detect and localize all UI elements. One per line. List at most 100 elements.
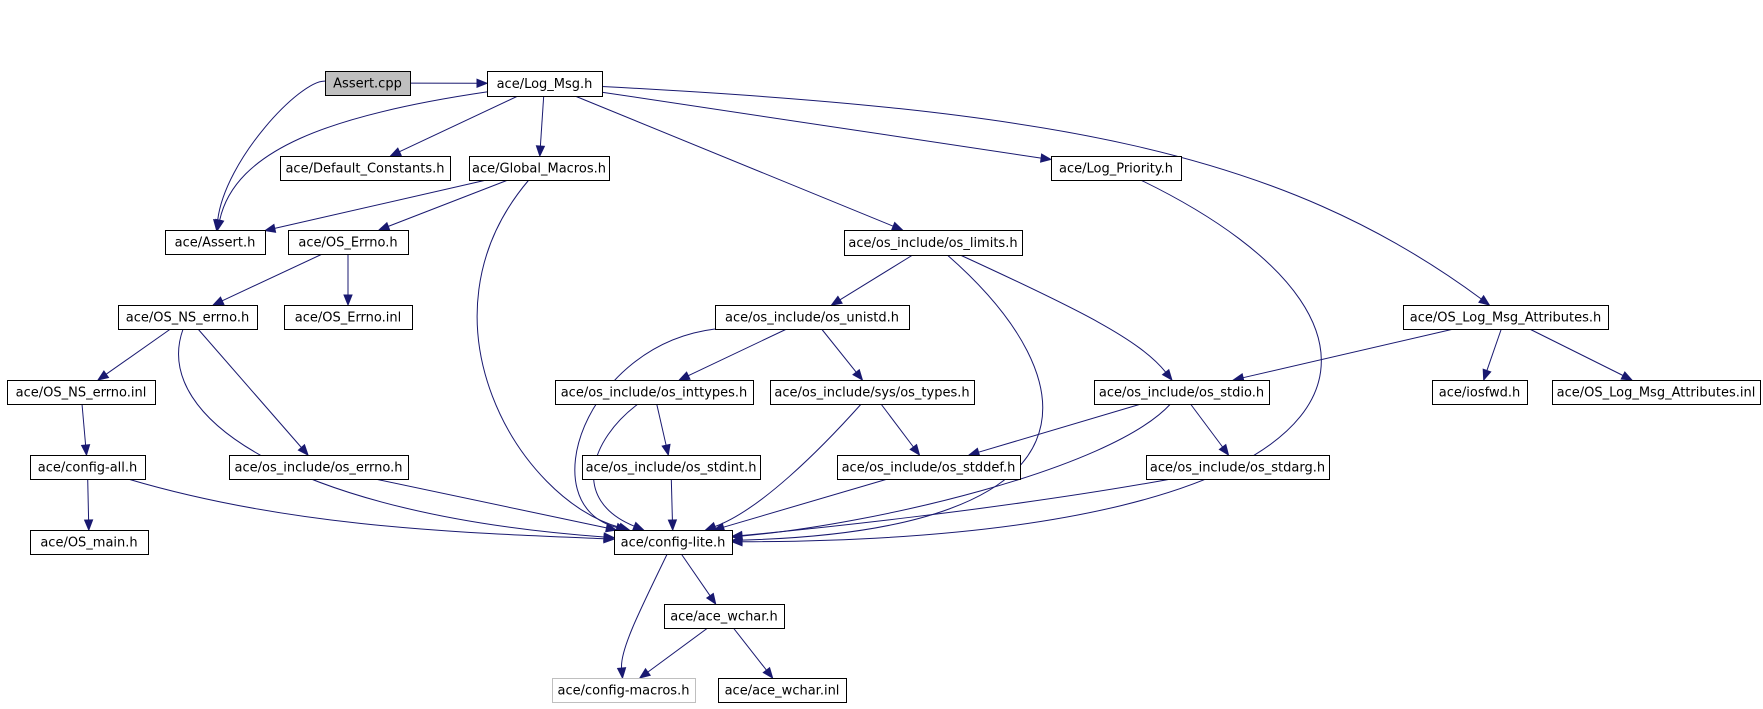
- edge-line: [105, 328, 171, 375]
- edge-line: [601, 91, 1042, 159]
- node-label: ace/os_include/sys/os_types.h: [774, 386, 969, 401]
- edge-line: [87, 478, 90, 521]
- node-box: [555, 380, 754, 405]
- edge-line: [221, 253, 323, 302]
- edge-line: [1242, 328, 1454, 379]
- node-default-constants-h[interactable]: ace/Default_Constants.h: [280, 156, 451, 181]
- edge-assert-cpp-to-log-msg-h: [409, 78, 489, 89]
- edge-line: [880, 403, 914, 448]
- edge-os-log-msg-attributes-h-to-os-log-msg-attributes-inl: [1529, 328, 1634, 381]
- node-label: ace/config-all.h: [38, 461, 138, 476]
- node-os-stdio-h[interactable]: ace/os_include/os_stdio.h: [1094, 380, 1270, 405]
- node-os-errno-h[interactable]: ace/OS_Errno.h: [288, 230, 409, 255]
- node-os-stdarg-h[interactable]: ace/os_include/os_stdarg.h: [1146, 455, 1330, 480]
- node-os-stddef-h[interactable]: ace/os_include/os_stddef.h: [837, 455, 1021, 480]
- node-os-unistd-h[interactable]: ace/os_include/os_unistd.h: [715, 305, 910, 330]
- edge-os-ns-errno-h-to-config-lite-h: [178, 328, 616, 542]
- node-sys-os-types-h[interactable]: ace/os_include/sys/os_types.h: [770, 380, 975, 405]
- edge-ace-wchar-h-to-config-macros-h: [638, 627, 708, 679]
- node-box: [1094, 380, 1270, 405]
- arrowhead: [616, 667, 627, 680]
- node-box: [487, 71, 603, 97]
- arrowhead: [297, 443, 309, 457]
- edge-line: [733, 627, 767, 671]
- node-os-main-h[interactable]: ace/OS_main.h: [30, 530, 149, 555]
- arrowhead: [967, 447, 981, 457]
- node-global-macros-h[interactable]: ace/Global_Macros.h: [469, 156, 610, 181]
- edge-os-ns-errno-h-to-os-ns-errno-inl: [96, 328, 171, 381]
- node-config-all-h[interactable]: ace/config-all.h: [30, 455, 146, 480]
- edge-sys-os-types-h-to-config-lite-h: [704, 403, 862, 531]
- edge-os-unistd-h-to-config-lite-h: [574, 328, 716, 532]
- arrowhead: [80, 444, 91, 457]
- edge-os-stdint-h-to-config-lite-h: [667, 478, 678, 532]
- arrowhead: [638, 667, 652, 679]
- edge-os-log-msg-attributes-h-to-iosfwd-h: [1482, 328, 1502, 382]
- edge-line: [197, 328, 302, 448]
- edge-global-macros-h-to-assert-h: [263, 179, 487, 233]
- node-log-priority-h[interactable]: ace/Log_Priority.h: [1051, 156, 1182, 181]
- node-os-log-msg-attributes-h[interactable]: ace/OS_Log_Msg_Attributes.h: [1403, 305, 1609, 330]
- edge-os-stdio-h-to-os-stddef-h: [967, 403, 1142, 457]
- edge-config-lite-h-to-ace-wchar-h: [680, 553, 717, 606]
- node-os-errno-inl[interactable]: ace/OS_Errno.inl: [284, 305, 413, 330]
- node-label: ace/OS_Log_Msg_Attributes.h: [1410, 311, 1601, 326]
- edge-line: [574, 95, 894, 227]
- node-config-macros-h[interactable]: ace/config-macros.h: [552, 678, 696, 703]
- node-box: [718, 678, 847, 703]
- edge-line: [127, 478, 605, 540]
- edge-os-limits-h-to-os-stdio-h: [959, 254, 1173, 382]
- edge-log-priority-h-to-config-lite-h: [730, 179, 1322, 547]
- edge-line: [219, 91, 488, 221]
- node-box: [165, 230, 266, 255]
- node-log-msg-h[interactable]: ace/Log_Msg.h: [487, 71, 603, 97]
- arrowhead: [762, 666, 774, 680]
- node-box: [1552, 380, 1761, 405]
- node-box: [469, 156, 610, 181]
- node-box: [715, 305, 910, 330]
- edge-os-ns-errno-h-to-os-include-os-errno-h: [197, 328, 309, 457]
- edge-config-all-h-to-config-lite-h: [127, 478, 616, 544]
- edge-line: [670, 478, 673, 521]
- node-os-include-os-errno-h[interactable]: ace/os_include/os_errno.h: [229, 455, 409, 480]
- node-os-ns-errno-inl[interactable]: ace/OS_NS_errno.inl: [7, 380, 156, 405]
- arrowhead: [96, 370, 110, 381]
- edge-line: [656, 403, 667, 446]
- node-os-inttypes-h[interactable]: ace/os_include/os_inttypes.h: [555, 380, 754, 405]
- edge-line: [539, 95, 545, 147]
- node-label: ace/iosfwd.h: [1439, 386, 1520, 401]
- nodes-layer: Assert.cpp ace/Log_Msg.h ace/Default_Const…: [7, 71, 1761, 703]
- node-box: [229, 455, 409, 480]
- edge-line: [741, 254, 1044, 541]
- node-os-log-msg-attributes-inl[interactable]: ace/OS_Log_Msg_Attributes.inl: [1552, 380, 1761, 405]
- node-label: ace/OS_NS_errno.h: [126, 311, 250, 326]
- node-box: [1051, 156, 1182, 181]
- arrowhead: [1482, 368, 1492, 382]
- edge-line: [476, 179, 620, 528]
- edge-line: [741, 179, 1322, 543]
- arrowhead: [389, 147, 402, 157]
- node-ace-wchar-h[interactable]: ace/ace_wchar.h: [664, 604, 785, 629]
- node-box: [325, 71, 411, 96]
- edge-line: [680, 553, 711, 597]
- node-os-limits-h[interactable]: ace/os_include/os_limits.h: [844, 230, 1023, 256]
- edge-line: [714, 403, 862, 527]
- node-assert-h[interactable]: ace/Assert.h: [165, 230, 266, 255]
- node-label: Assert.cpp: [333, 77, 402, 92]
- arrowhead: [632, 521, 645, 531]
- arrowhead: [377, 221, 391, 231]
- arrowhead: [830, 295, 843, 306]
- node-ace-wchar-inl[interactable]: ace/ace_wchar.inl: [718, 678, 847, 703]
- arrowhead: [661, 443, 671, 457]
- arrowhead: [909, 443, 921, 457]
- node-label: ace/OS_NS_errno.inl: [16, 386, 147, 401]
- node-config-lite-h[interactable]: ace/config-lite.h: [614, 530, 733, 555]
- edge-os-stdarg-h-to-config-lite-h: [730, 478, 1172, 541]
- node-os-stdint-h[interactable]: ace/os_include/os_stdint.h: [582, 455, 761, 480]
- node-os-ns-errno-h[interactable]: ace/OS_NS_errno.h: [118, 305, 258, 330]
- node-box: [30, 530, 149, 555]
- arrowhead: [211, 296, 225, 306]
- node-box: [614, 530, 733, 555]
- node-iosfwd-h[interactable]: ace/iosfwd.h: [1432, 380, 1528, 405]
- node-assert-cpp[interactable]: Assert.cpp: [325, 71, 411, 96]
